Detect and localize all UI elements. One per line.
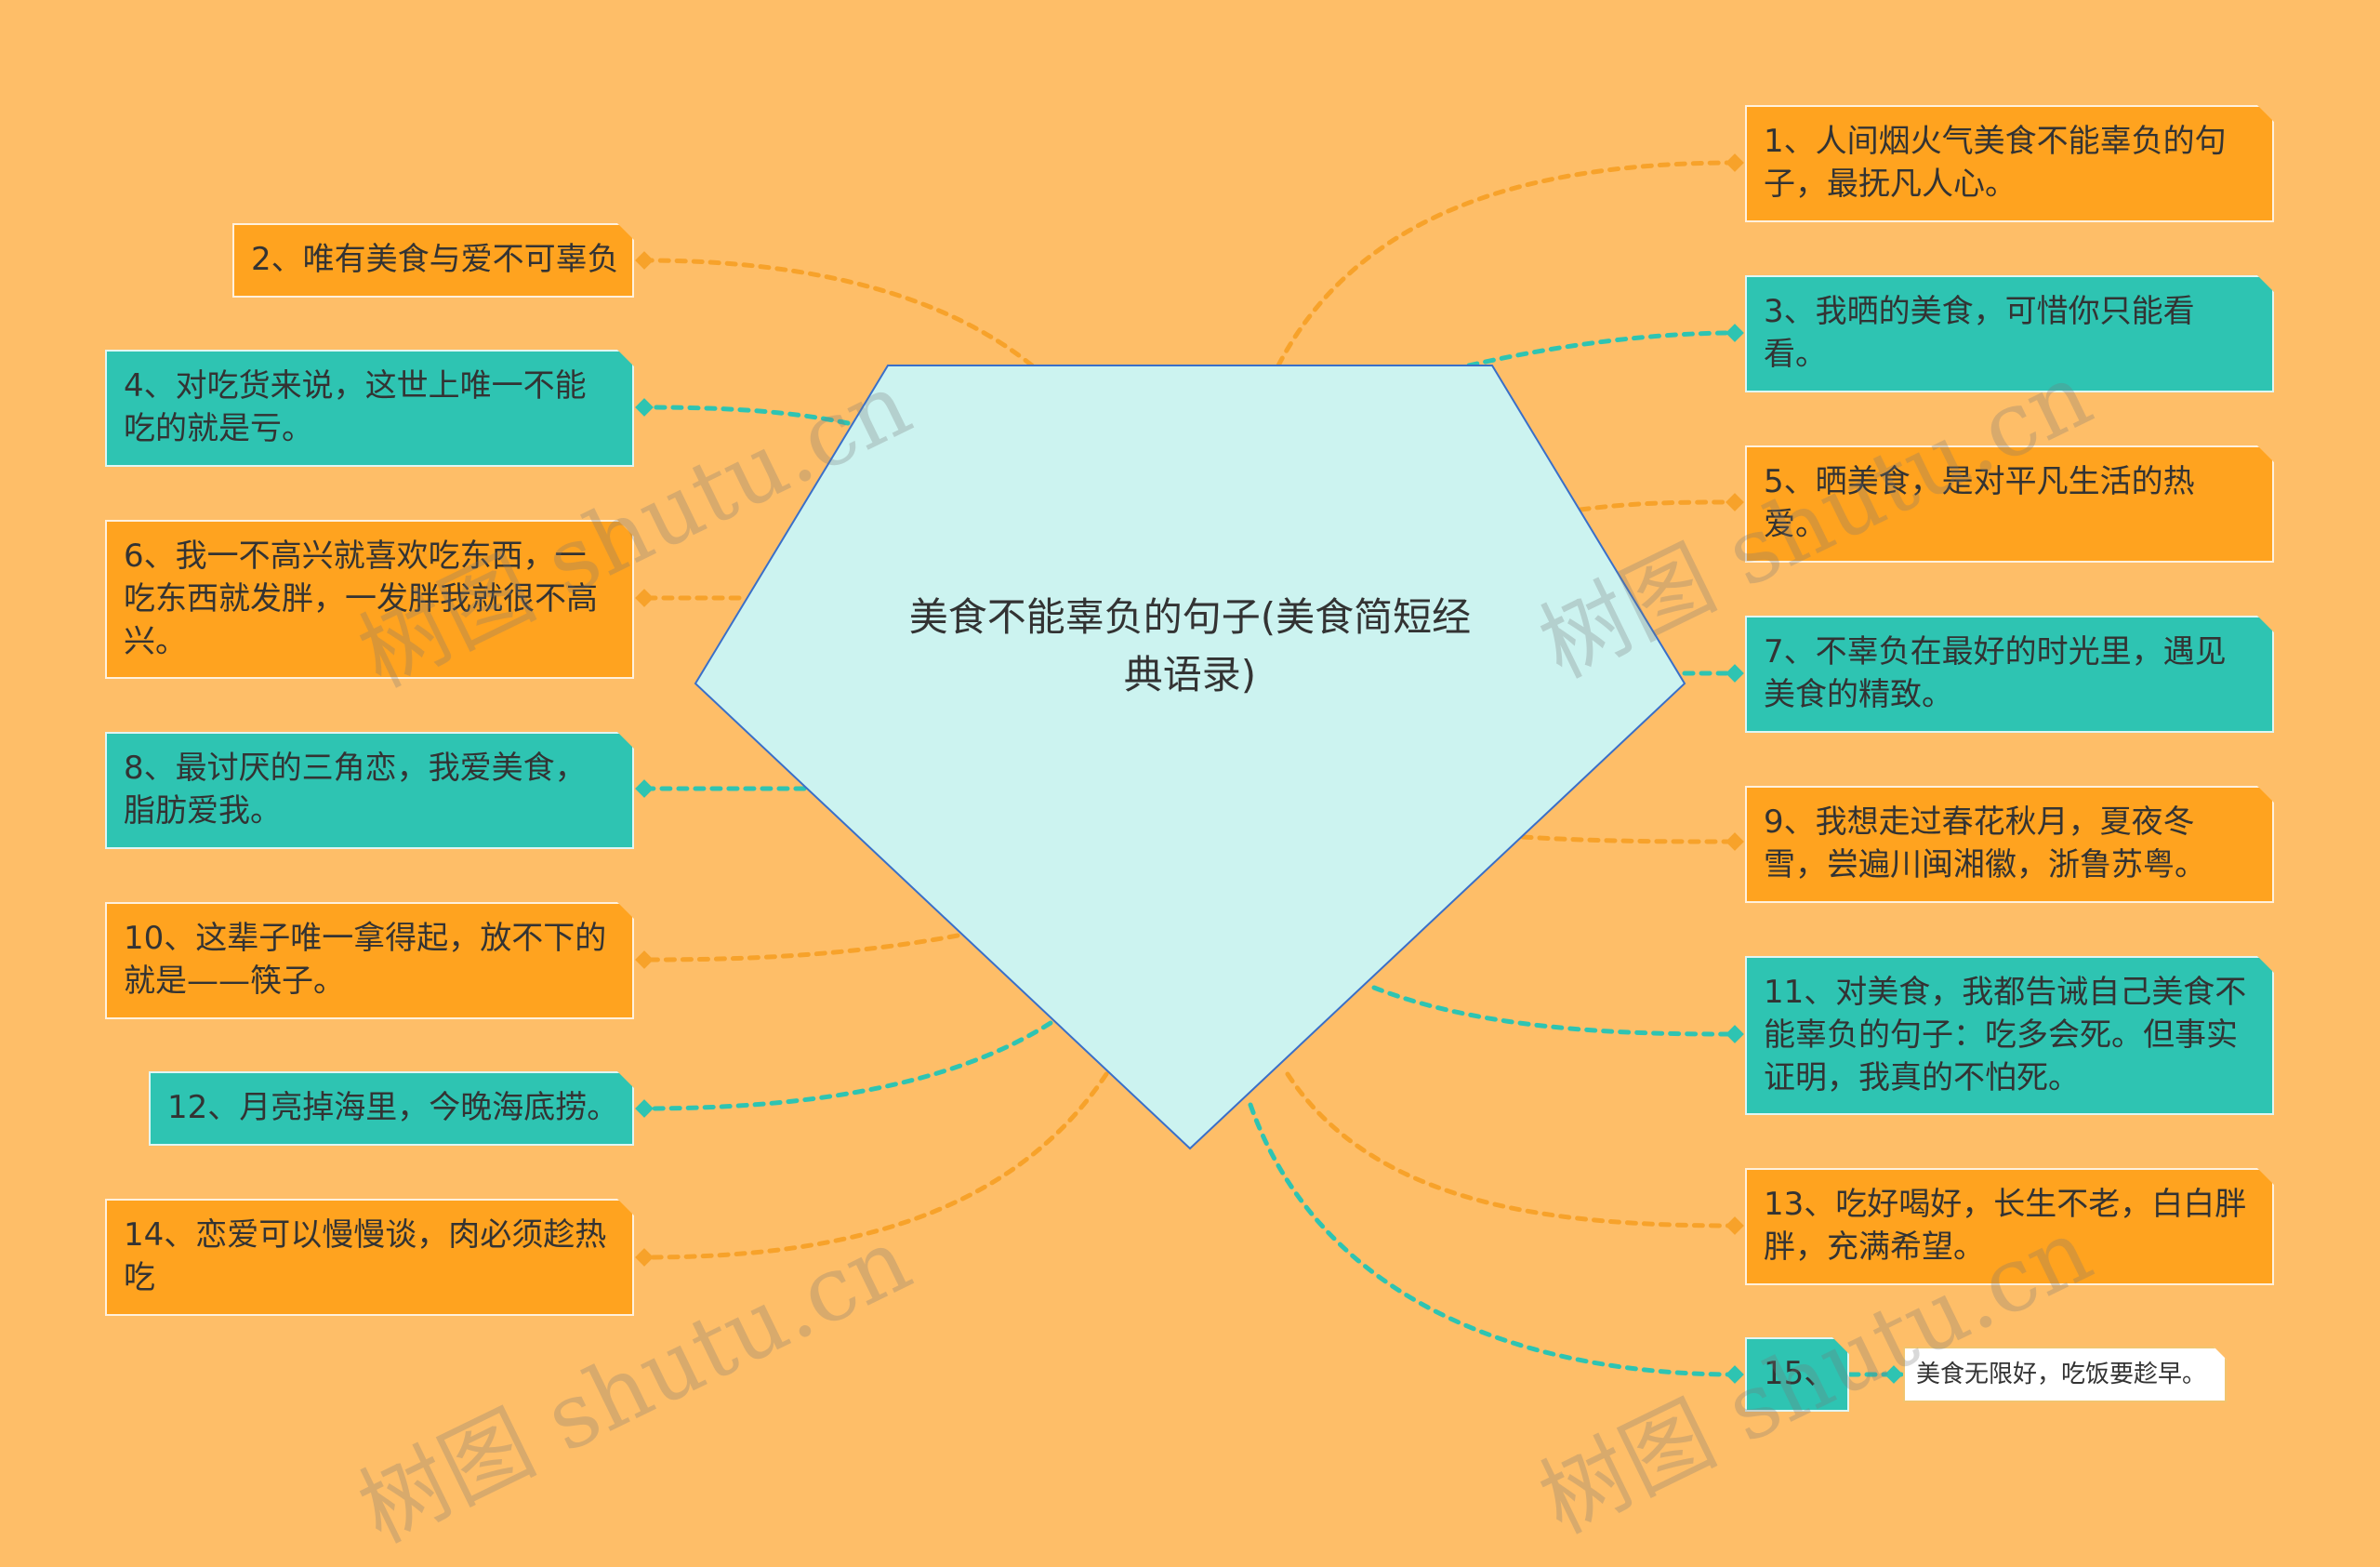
connector-n4	[641, 405, 851, 426]
topic-node-14[interactable]: 14、恋爱可以慢慢谈，肉必须趁热吃	[105, 1199, 634, 1316]
connector-n9	[1520, 834, 1738, 844]
topic-node-8[interactable]: 8、最讨厌的三角恋，我爱美食，脂肪爱我。	[105, 732, 634, 849]
connector-n1	[1276, 160, 1738, 368]
topic-node-13[interactable]: 13、吃好喝好，长生不老，白白胖胖，充满希望。	[1745, 1168, 2274, 1285]
central-topic-shape	[694, 365, 1686, 1150]
topic-node-2[interactable]: 2、唯有美食与爱不可辜负	[232, 223, 634, 298]
topic-node-9[interactable]: 9、我想走过春花秋月，夏夜冬雪，尝遍川闽湘徽，浙鲁苏粤。	[1745, 786, 2274, 903]
central-topic[interactable]: 美食不能辜负的句子(美食简短经典语录)	[908, 594, 1472, 697]
connector-lines	[641, 160, 1904, 1377]
topic-node-4[interactable]: 4、对吃货来说，这世上唯一不能吃的就是亏。	[105, 350, 634, 467]
topic-node-3[interactable]: 3、我晒的美食，可惜你只能看看。	[1745, 275, 2274, 392]
connector-n5	[1578, 499, 1738, 512]
connector-n15	[1248, 1102, 1738, 1377]
connector-n14	[641, 1071, 1109, 1260]
connector-n13	[1285, 1071, 1738, 1228]
connector-n12	[641, 1020, 1053, 1111]
connector-n2	[641, 258, 1035, 368]
topic-node-6[interactable]: 6、我一不高兴就喜欢吃东西，一吃东西就发胖，一发胖我就很不高兴。	[105, 520, 634, 679]
connector-n10	[641, 933, 960, 963]
topic-node-11[interactable]: 11、对美食，我都告诫自己美食不能辜负的句子：吃多会死。但事实证明，我真的不怕死…	[1745, 956, 2274, 1115]
topic-node-7[interactable]: 7、不辜负在最好的时光里，遇见美食的精致。	[1745, 616, 2274, 733]
topic-node-1[interactable]: 1、人间烟火气美食不能辜负的句子，最抚凡人心。	[1745, 105, 2274, 222]
central-pentagon	[694, 365, 1686, 1150]
connector-n11	[1371, 985, 1738, 1037]
leaf-node-15[interactable]: 美食无限好，吃饭要趁早。	[1903, 1347, 2227, 1402]
connector-n3	[1466, 330, 1738, 368]
topic-node-10[interactable]: 10、这辈子唯一拿得起，放不下的就是——筷子。	[105, 902, 634, 1019]
topic-node-12[interactable]: 12、月亮掉海里，今晚海底捞。	[149, 1071, 634, 1146]
topic-node-15[interactable]: 15、	[1745, 1337, 1849, 1412]
topic-node-5[interactable]: 5、晒美食，是对平凡生活的热爱。	[1745, 445, 2274, 563]
